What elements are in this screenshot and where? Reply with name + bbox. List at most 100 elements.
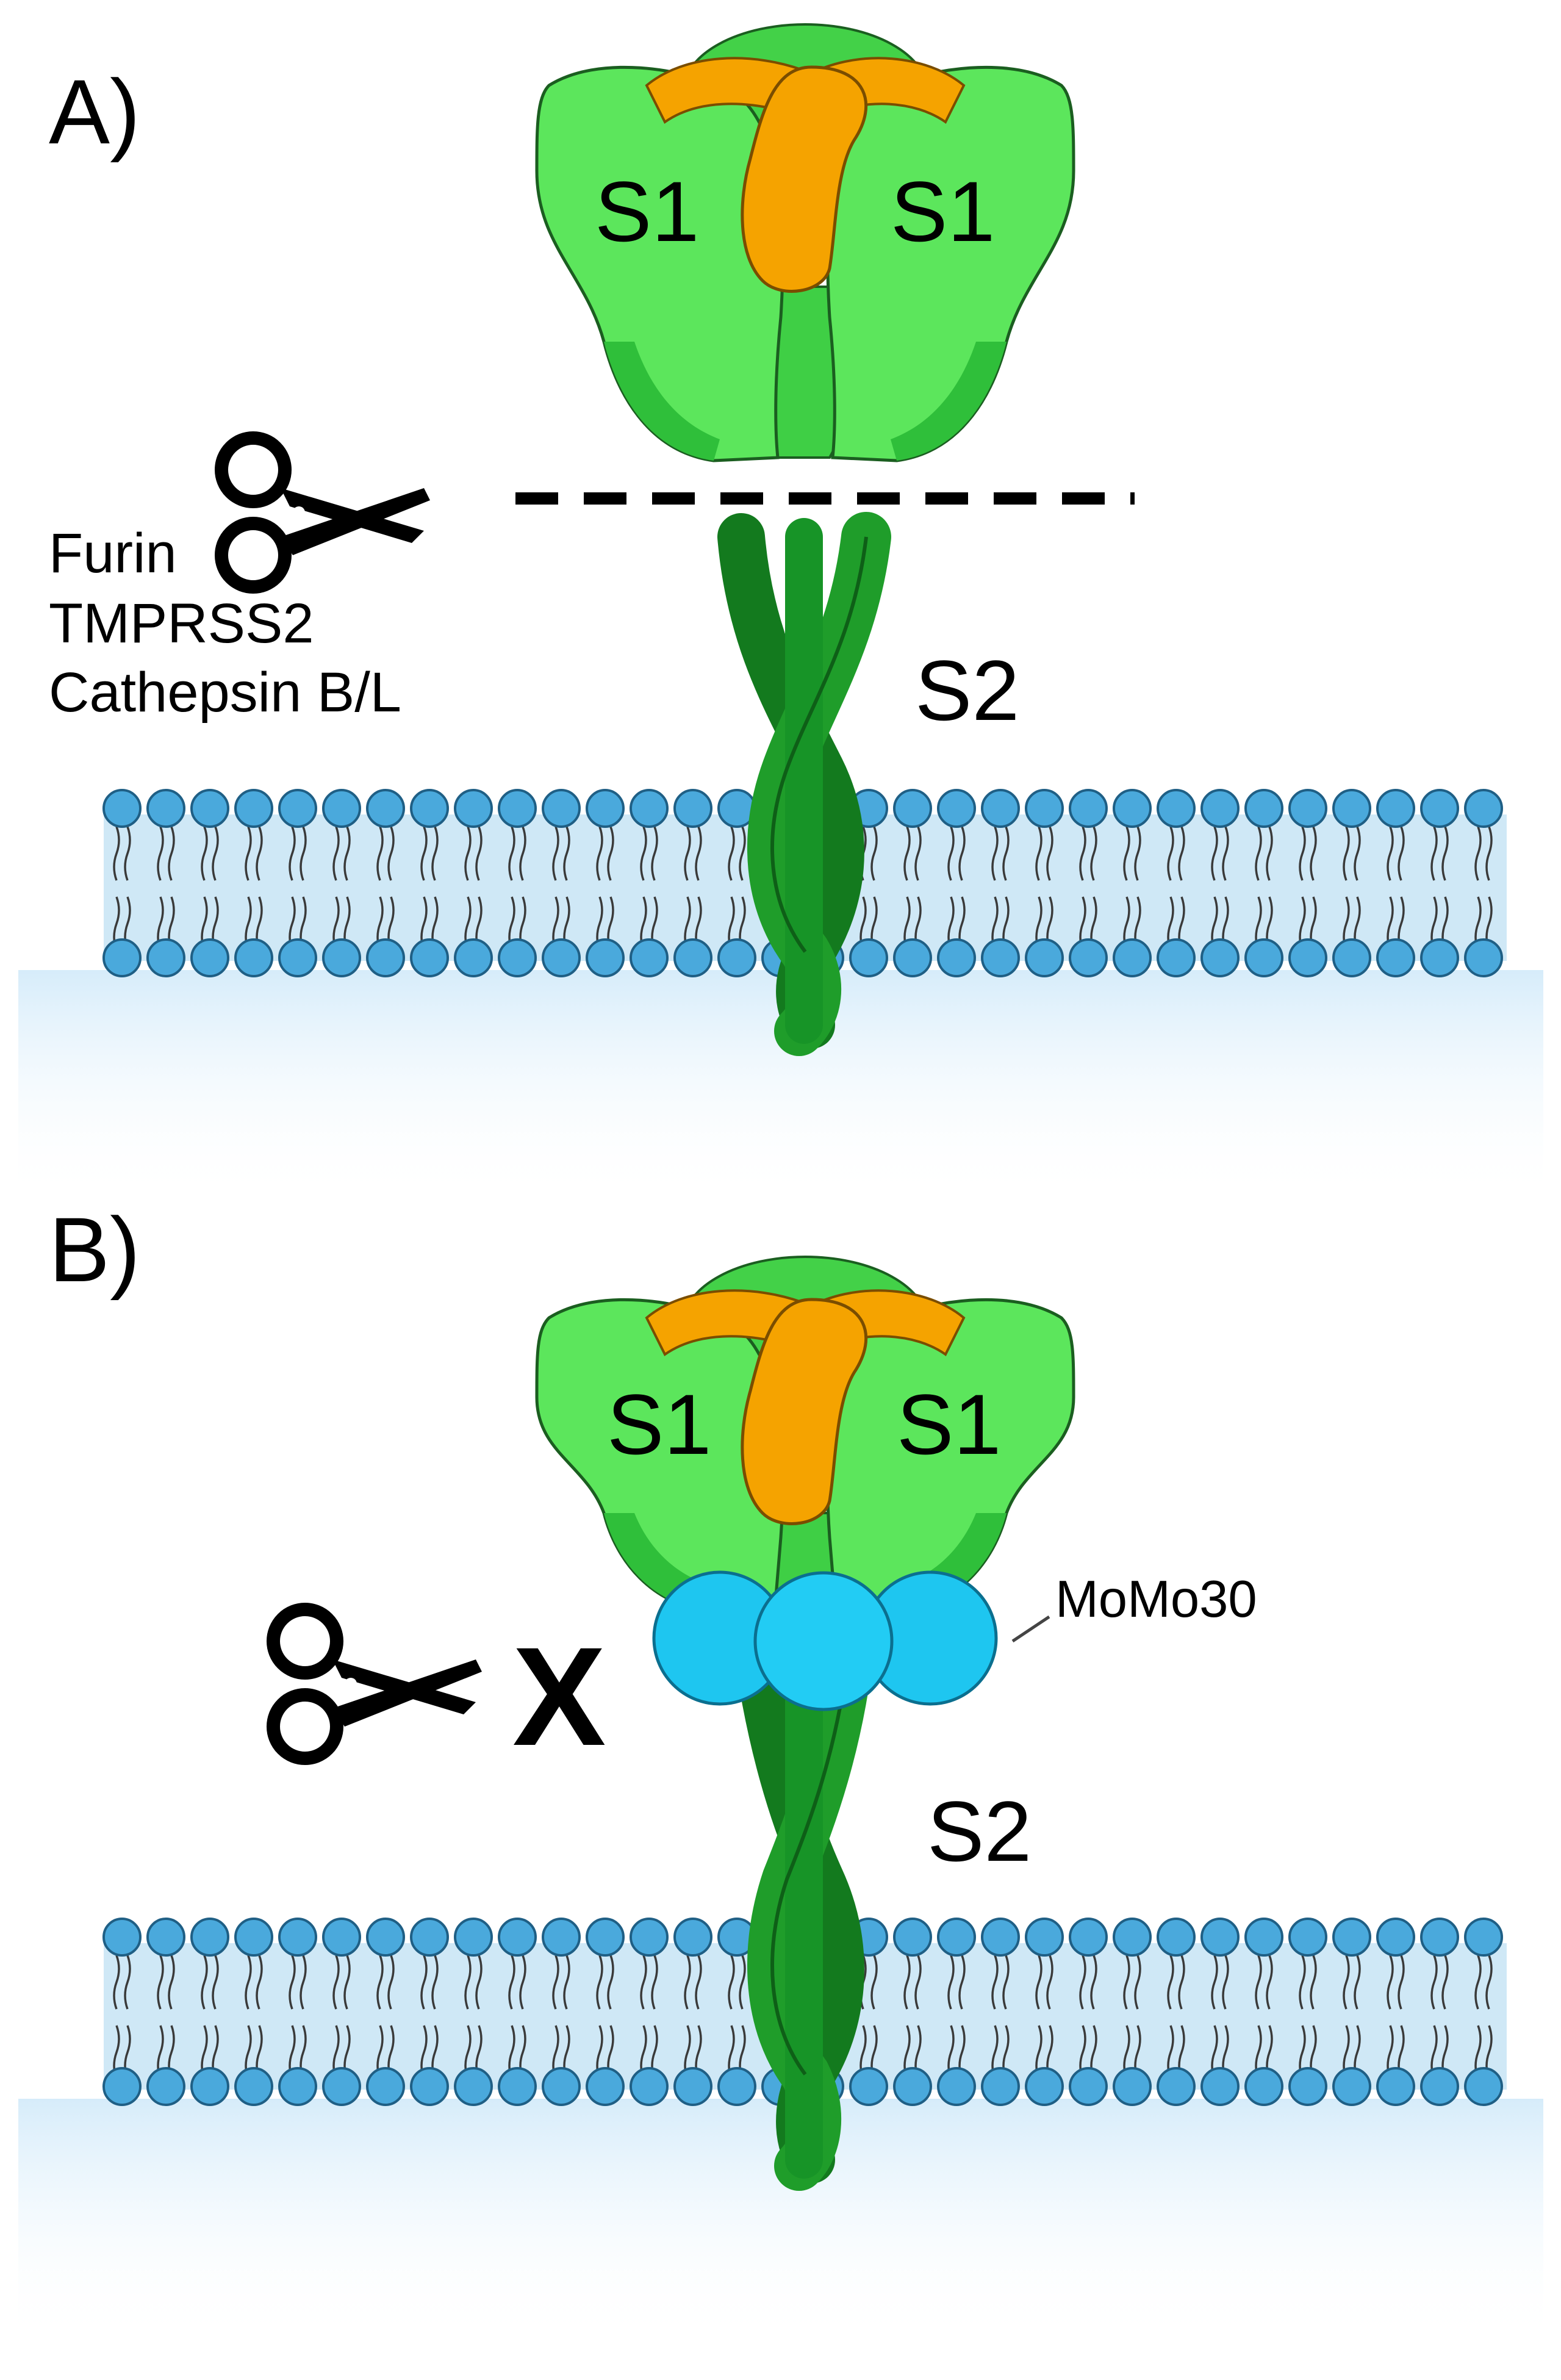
lipid-head (498, 2067, 537, 2106)
lipid-tail (168, 826, 175, 881)
protease-label-cathepsin: Cathepsin B/L (49, 661, 401, 724)
s1-label-right-b: S1 (897, 1376, 1001, 1472)
lipid-head (893, 789, 932, 828)
protease-label-tmprss2: TMPRSS2 (49, 592, 314, 655)
lipid-head (981, 938, 1020, 977)
lipid-head (1464, 2067, 1503, 2106)
lipid-head (1420, 789, 1459, 828)
lipid-tail (1134, 826, 1141, 881)
lipid-head (981, 789, 1020, 828)
momo30-label: MoMo30 (1055, 1570, 1257, 1628)
lipid-tail (596, 1955, 603, 2010)
lipid-head (322, 1918, 361, 1957)
lipid-head (454, 789, 493, 828)
lipid-head (278, 789, 317, 828)
lipid-head (322, 2067, 361, 2106)
lipid-tail (1310, 826, 1317, 881)
lipid-tail (431, 1955, 439, 2010)
lipid-tail (728, 1955, 735, 2010)
lipid-tail (914, 1955, 922, 2010)
lipid-tail (1398, 1955, 1405, 2010)
lipid-head (586, 938, 625, 977)
lipid-head (366, 938, 405, 977)
lipid-tail (684, 826, 691, 881)
lipid-head (322, 938, 361, 977)
lipid-head (673, 1918, 712, 1957)
lipid-tail (256, 826, 263, 881)
lipid-tail (1310, 1955, 1317, 2010)
lipid-head (1113, 789, 1152, 828)
lipid-tail (376, 1955, 384, 2010)
lipid-head (630, 789, 669, 828)
lipid-tail (903, 1955, 911, 2010)
lipid-tail (1211, 1955, 1218, 2010)
lipid-head (1244, 789, 1283, 828)
lipid-tail (212, 1955, 219, 2010)
lipid-head (1157, 1918, 1196, 1957)
lipid-head (1113, 938, 1152, 977)
lipid-tail (552, 1955, 559, 2010)
lipid-tail (519, 826, 526, 881)
lipid-head (498, 938, 537, 977)
panel-label-a: A) (49, 60, 140, 163)
lipid-head (190, 1918, 229, 1957)
lipid-tail (1035, 1955, 1042, 2010)
scissors-icon (267, 1603, 482, 1765)
lipid-head (1200, 1918, 1240, 1957)
lipid-head (278, 2067, 317, 2106)
lipid-head (937, 1918, 976, 1957)
lipid-tail (1046, 1955, 1053, 2010)
lipid-head (498, 1918, 537, 1957)
s2-stalk-a (717, 512, 891, 1056)
lipid-tail (1354, 1955, 1361, 2010)
lipid-tail (343, 1955, 351, 2010)
lipid-tail (1387, 826, 1394, 881)
s1-label-left-a: S1 (595, 164, 699, 259)
lipid-tail (157, 826, 164, 881)
lipid-head (234, 1918, 273, 1957)
lipid-tail (475, 826, 483, 881)
lipid-tail (1430, 826, 1438, 881)
lipid-tail (1079, 1955, 1086, 2010)
lipid-tail (519, 1955, 526, 2010)
lipid-tail (420, 1955, 428, 2010)
lipid-head (1420, 938, 1459, 977)
momo30-leader-line (1011, 1615, 1050, 1643)
lipid-tail (1299, 1955, 1306, 2010)
lipid-tail (332, 826, 340, 881)
lipid-head (1288, 789, 1327, 828)
lipid-tail (1123, 826, 1130, 881)
lipid-tail (1430, 1955, 1438, 2010)
lipid-head (1069, 1918, 1108, 1957)
lipid-head (1376, 2067, 1415, 2106)
lipid-head (1288, 938, 1327, 977)
lipid-head (1069, 789, 1108, 828)
lipid-tail (1343, 826, 1350, 881)
lipid-head (586, 2067, 625, 2106)
lipid-tail (903, 826, 911, 881)
lipid-head (673, 789, 712, 828)
lipid-tail (1485, 1955, 1493, 2010)
lipid-tail (1002, 826, 1010, 881)
lipid-head (102, 2067, 142, 2106)
lipid-head (893, 938, 932, 977)
lipid-tail (1222, 826, 1229, 881)
lipid-tail (113, 1955, 120, 2010)
lipid-tail (640, 1955, 647, 2010)
lipid-tail (1255, 1955, 1262, 2010)
lipid-head (1025, 789, 1064, 828)
lipid-head (1464, 789, 1503, 828)
panel-label-b: B) (49, 1198, 140, 1301)
lipid-head (102, 1918, 142, 1957)
lipid-head (454, 1918, 493, 1957)
s2-label-b: S2 (927, 1783, 1032, 1879)
lipid-head (234, 938, 273, 977)
lipid-tail (1046, 826, 1053, 881)
lipid-head (190, 789, 229, 828)
lipid-head (937, 2067, 976, 2106)
lipid-head (146, 1918, 185, 1957)
lipid-head (542, 789, 581, 828)
lipid-head (146, 938, 185, 977)
lipid-head (410, 1918, 449, 1957)
lipid-head (630, 1918, 669, 1957)
